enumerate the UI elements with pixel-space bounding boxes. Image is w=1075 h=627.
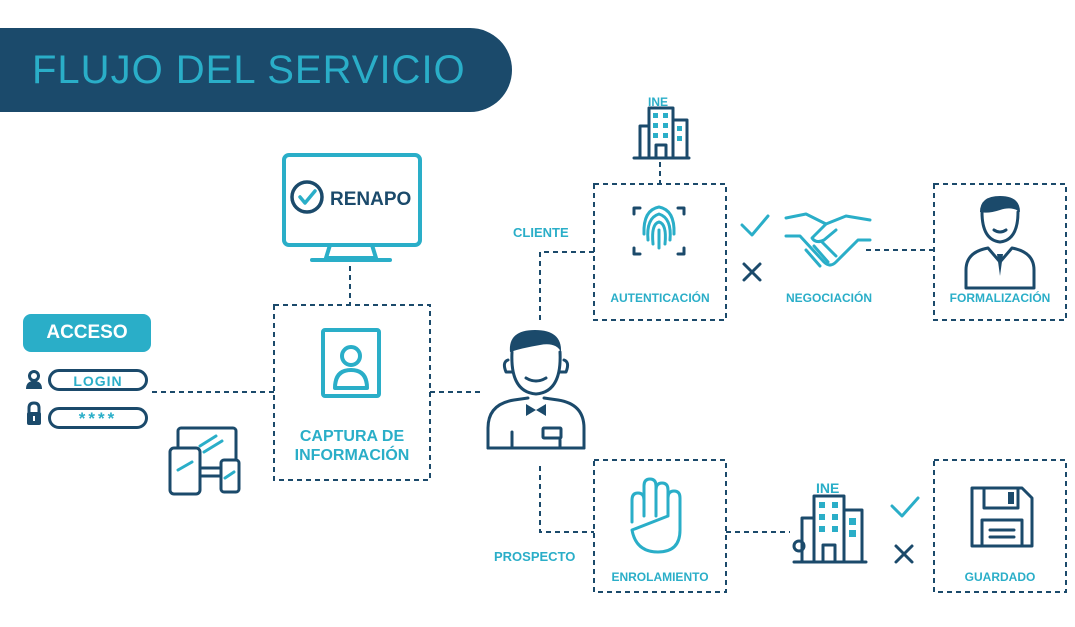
authentication-label: AUTENTICACIÓN (610, 290, 709, 305)
branch-client-label: CLIENTE (513, 225, 569, 240)
devices-icon (168, 426, 241, 496)
handshake-icon (784, 212, 872, 268)
password-field[interactable]: **** (48, 407, 148, 429)
login-field[interactable]: LOGIN (48, 369, 148, 391)
x-icon-saved (894, 544, 914, 564)
ine-building-icon-top (632, 106, 691, 160)
check-icon-negotiation (740, 214, 770, 237)
enrollment-box (593, 459, 727, 593)
id-card-icon (321, 328, 381, 398)
ine-building-icon-bottom (792, 494, 868, 564)
access-badge: ACCESO (23, 314, 151, 352)
access-title: ACCESO (46, 322, 128, 343)
title-banner: FLUJO DEL SERVICIO (0, 28, 512, 112)
formalization-box (933, 183, 1067, 321)
lock-icon (27, 401, 41, 425)
page-title: FLUJO DEL SERVICIO (32, 48, 466, 92)
hand-icon (630, 477, 682, 554)
x-icon-negotiation (742, 262, 762, 282)
ine-label-bottom: INE (816, 480, 839, 496)
capture-label-line1: CAPTURA DE (300, 428, 405, 445)
formalization-label: FORMALIZACIÓN (950, 290, 1051, 305)
password-mask: **** (78, 409, 118, 428)
connectors (152, 162, 934, 533)
saved-label: GUARDADO (965, 570, 1036, 584)
agent-icon (486, 330, 586, 450)
authentication-box (593, 183, 727, 321)
saved-box (933, 459, 1067, 593)
businessman-icon (964, 196, 1036, 290)
capture-label-line2: INFORMACIÓN (295, 445, 410, 464)
check-icon-saved (890, 496, 920, 518)
user-icon (26, 370, 42, 389)
monitor-icon (282, 153, 422, 262)
monitor-label: RENAPO (330, 189, 411, 210)
capture-box (273, 304, 431, 481)
login-label: LOGIN (73, 373, 123, 389)
save-icon (970, 486, 1034, 548)
enrollment-label: ENROLAMIENTO (611, 570, 708, 584)
ine-label-top: INE (648, 95, 668, 109)
branch-prospect-label: PROSPECTO (494, 549, 575, 564)
negotiation-label: NEGOCIACIÓN (786, 290, 872, 305)
fingerprint-icon (632, 205, 686, 256)
